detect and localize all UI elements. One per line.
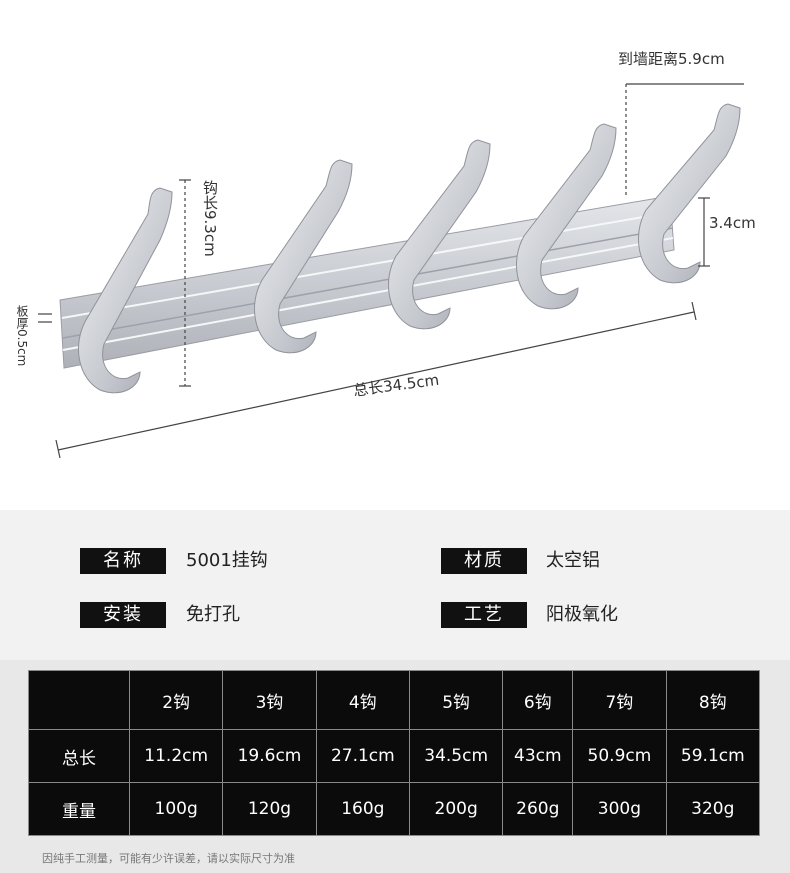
table-cell: 34.5cm (408, 729, 504, 783)
header-cell: 8钩 (665, 670, 761, 730)
rail-board (59, 195, 675, 369)
row-label: 重量 (28, 782, 130, 836)
hooks (78, 103, 741, 394)
material-tag: 材质 (441, 548, 527, 574)
process-tag: 工艺 (441, 602, 527, 628)
table-cell: 100g (128, 782, 224, 836)
table-cell: 160g (315, 782, 410, 836)
table-cell: 50.9cm (572, 729, 667, 783)
header-cell: 6钩 (502, 670, 574, 730)
table-cell: 200g (408, 782, 504, 836)
hook-height-label: 3.4cm (709, 214, 756, 232)
header-cell: 7钩 (572, 670, 667, 730)
spec-table-section: 2钩 3钩 4钩 5钩 6钩 7钩 8钩 总长 11.2cm 19.6cm 27… (0, 660, 790, 873)
table-row-length: 总长 11.2cm 19.6cm 27.1cm 34.5cm 43cm 50.9… (28, 729, 761, 783)
table-cell: 120g (222, 782, 317, 836)
table-cell: 300g (572, 782, 667, 836)
hook-length-label: 钩长9.3cm (201, 180, 219, 257)
name-value: 5001挂钩 (186, 550, 268, 571)
spec-table: 2钩 3钩 4钩 5钩 6钩 7钩 8钩 总长 11.2cm 19.6cm 27… (28, 670, 761, 836)
header-cell (28, 670, 130, 730)
process-value: 阳极氧化 (546, 604, 618, 625)
install-value: 免打孔 (186, 604, 240, 625)
table-cell: 59.1cm (665, 729, 761, 783)
table-row-weight: 重量 100g 120g 160g 200g 260g 300g 320g (28, 782, 761, 836)
table-cell: 11.2cm (128, 729, 224, 783)
product-info-section: 名称 5001挂钩 材质 太空铝 安装 免打孔 工艺 阳极氧化 (0, 510, 790, 660)
header-cell: 3钩 (222, 670, 317, 730)
row-label: 总长 (28, 729, 130, 783)
header-cell: 4钩 (315, 670, 410, 730)
table-cell: 320g (665, 782, 761, 836)
board-thickness-label: 板厚0.5cm (15, 305, 29, 367)
header-cell: 5钩 (408, 670, 504, 730)
table-cell: 260g (502, 782, 574, 836)
table-cell: 43cm (502, 729, 574, 783)
header-cell: 2钩 (128, 670, 224, 730)
name-tag: 名称 (80, 548, 166, 574)
wall-distance-label: 到墙距离5.9cm (618, 50, 725, 68)
dimension-lines (38, 83, 744, 459)
table-header-row: 2钩 3钩 4钩 5钩 6钩 7钩 8钩 (28, 670, 761, 730)
material-value: 太空铝 (546, 550, 600, 571)
table-cell: 19.6cm (222, 729, 317, 783)
product-illustration: 到墙距离5.9cm 3.4cm 钩长9.3cm 板厚0.5cm 总长34.5cm (15, 50, 756, 459)
install-tag: 安装 (80, 602, 166, 628)
table-cell: 27.1cm (315, 729, 410, 783)
hook-rack-drawing (38, 83, 744, 459)
footnote: 因纯手工测量，可能有少许误差，请以实际尺寸为准 (42, 852, 295, 865)
